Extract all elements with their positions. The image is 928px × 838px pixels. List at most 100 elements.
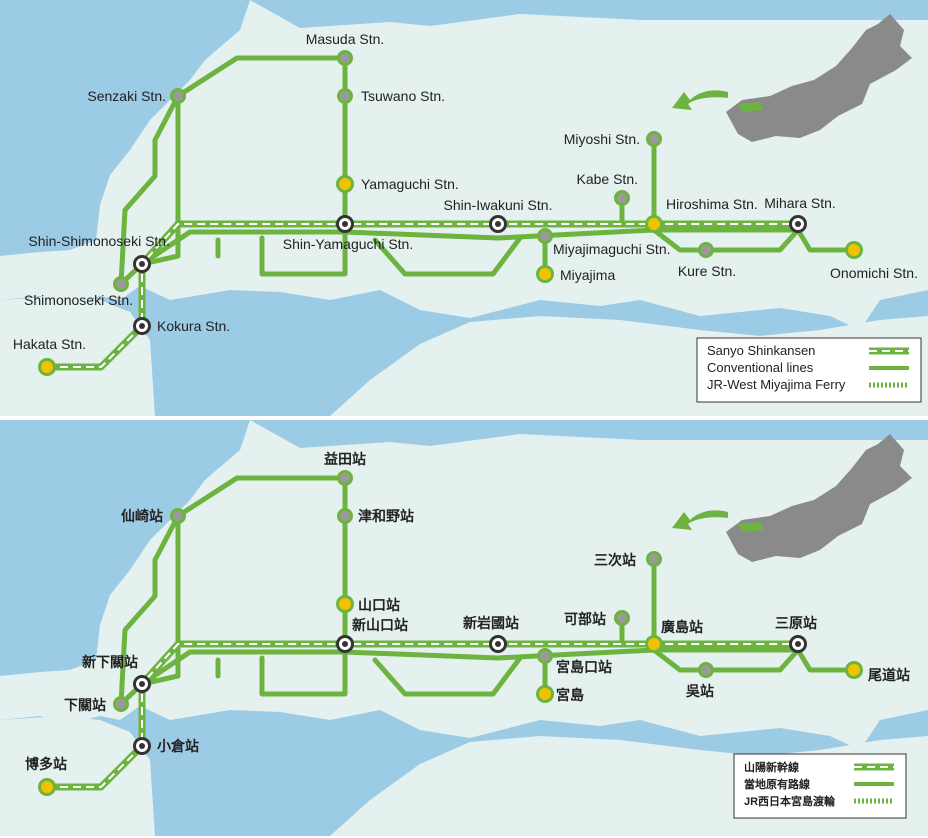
station-label-senzaki: Senzaki Stn. [87,88,166,104]
station-label-miyajima: Miyajima [560,267,615,283]
station-label-hiroshima: 廣島站 [661,619,703,635]
station-label-kabe: Kabe Stn. [577,171,639,187]
station-label-shin-yamaguchi: Shin-Yamaguchi Stn. [283,236,413,252]
station-marker-miyajima [536,685,554,703]
station-label-miyajimaguchi: 宮島口站 [556,659,612,675]
station-label-shin-shimonoseki: 新下關站 [82,654,138,670]
route-map-svg: Masuda Stn. Tsuwano Stn. Senzaki Stn. Yamag… [0,0,928,416]
legend-ferry-label: JR西日本宮島渡輪 [744,794,836,808]
station-marker-shin-iwakuni [489,215,507,233]
station-label-miyoshi: 三次站 [594,552,636,568]
station-marker-mihara [789,215,807,233]
station-marker-yamaguchi [336,595,354,613]
conventional-line-segment [372,235,523,277]
japan-inset-highlight [738,522,764,532]
station-marker-shin-shimonoseki [133,255,151,273]
station-marker-kure [698,242,714,258]
station-marker-hakata [38,358,56,376]
station-marker-masuda [337,470,353,486]
station-marker-tsuwano [337,508,353,524]
station-label-kokura: 小倉站 [157,738,199,754]
station-marker-shin-yamaguchi [336,215,354,233]
station-marker-mihara [789,635,807,653]
station-label-shin-yamaguchi: 新山口站 [352,617,408,633]
conventional-line-segment [795,647,857,673]
conventional-line-segment [651,647,801,673]
station-label-yamaguchi: Yamaguchi Stn. [361,176,459,192]
station-marker-shin-yamaguchi [336,635,354,653]
station-label-kabe: 可部站 [564,611,606,627]
inset-arrow-icon [672,510,728,530]
station-label-hakata: 博多站 [25,756,67,772]
station-label-senzaki: 仙崎站 [121,508,163,524]
station-marker-kokura [133,317,151,335]
station-label-hakata: Hakata Stn. [13,336,86,352]
station-label-masuda: 益田站 [324,451,366,467]
sea-of-japan [0,0,250,256]
station-label-onomichi: Onomichi Stn. [830,265,918,281]
map-panel-chinese: 益田站津和野站 仙崎站山口站 三次站可部站 新岩國站 廣島站 三原站新下關站 新山口站宮島口… [0,420,928,836]
station-marker-miyajima [536,265,554,283]
conventional-line-segment [118,93,181,287]
station-marker-kure [698,662,714,678]
station-label-shimonoseki: Shimonoseki Stn. [24,292,133,308]
conventional-line-segment [795,227,857,253]
station-marker-miyajimaguchi [537,648,553,664]
shinkansen-line-dash [47,643,798,788]
station-label-onomichi: 尾道站 [868,667,910,683]
inset-arrow-icon [672,90,728,110]
station-marker-shimonoseki [113,696,129,712]
station-marker-shimonoseki [113,276,129,292]
legend-shinkansen-label: Sanyo Shinkansen [707,343,815,358]
japan-inset-map [726,434,912,562]
panel-divider [0,416,928,420]
station-label-kokura: Kokura Stn. [157,318,230,334]
station-label-mihara: 三原站 [775,615,817,631]
station-label-kure: 吳站 [686,683,714,699]
conventional-line-segment [372,655,523,697]
station-marker-miyajimaguchi [537,228,553,244]
northern-sea [250,0,928,28]
station-label-miyajima: 宮島 [556,687,584,703]
legend-shinkansen-label: 山陽新幹線 [744,760,799,774]
station-label-miyoshi: Miyoshi Stn. [564,131,640,147]
legend-ferry-label: JR-West Miyajima Ferry [707,377,846,392]
station-label-tsuwano: 津和野站 [358,508,414,524]
station-label-masuda: Masuda Stn. [306,31,385,47]
station-marker-kabe [614,190,630,206]
map-panel-english: Masuda Stn. Tsuwano Stn. Senzaki Stn. Yamag… [0,0,928,416]
legend-conventional-label: 當地原有路線 [744,777,810,791]
shinkansen-line-dash [47,223,798,368]
station-marker-kokura [133,737,151,755]
station-marker-miyoshi [646,131,662,147]
kyushu-land [0,716,155,836]
station-marker-miyoshi [646,551,662,567]
station-label-shimonoseki: 下關站 [64,697,106,713]
northern-sea [250,420,928,448]
station-label-tsuwano: Tsuwano Stn. [361,88,445,104]
sea-of-japan [0,420,250,676]
station-label-mihara: Mihara Stn. [764,195,836,211]
station-marker-shin-shimonoseki [133,675,151,693]
conventional-line-segment [259,649,348,697]
kyushu-land [0,296,155,416]
station-marker-onomichi [845,661,863,679]
conventional-line-segment [118,513,181,707]
japan-inset-highlight [738,102,764,112]
conventional-line-segment [651,227,801,253]
legend-conventional-label: Conventional lines [707,360,814,375]
station-marker-tsuwano [337,88,353,104]
conventional-line-segment [139,227,801,267]
station-label-yamaguchi: 山口站 [358,597,400,613]
station-marker-hiroshima [645,635,663,653]
station-label-shin-iwakuni: 新岩國站 [463,615,519,631]
station-marker-hiroshima [645,215,663,233]
station-label-miyajimaguchi: Miyajimaguchi Stn. [553,241,671,257]
station-marker-hakata [38,778,56,796]
station-marker-senzaki [170,88,186,104]
station-label-kure: Kure Stn. [678,263,736,279]
